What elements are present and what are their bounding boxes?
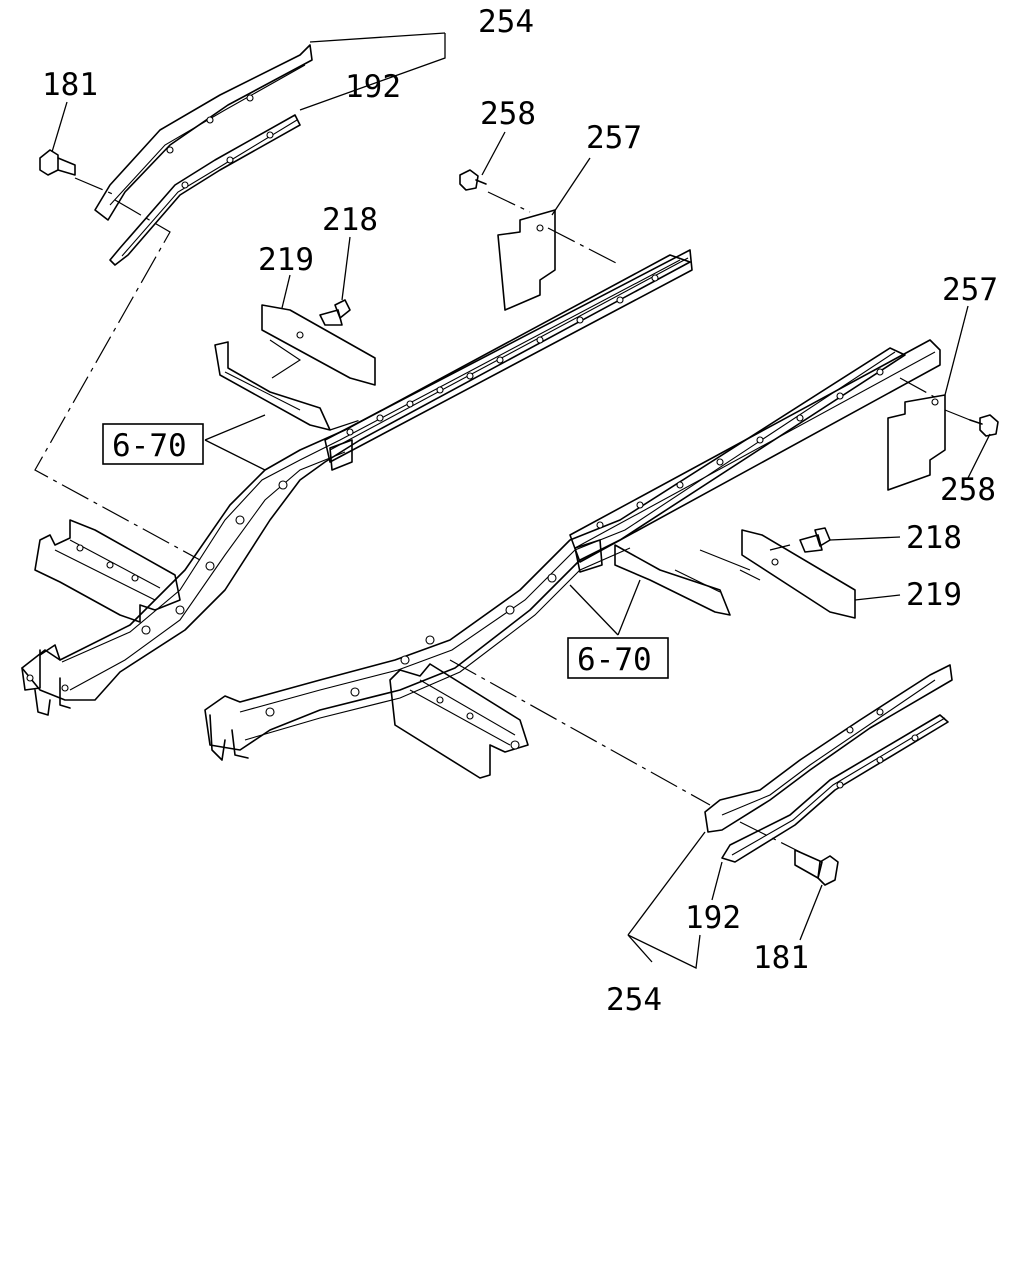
screw-258-top bbox=[459, 169, 487, 191]
callout-181-top: 181 bbox=[42, 67, 98, 103]
clip-218-left bbox=[319, 299, 351, 326]
callout-181-bottom: 181 bbox=[753, 940, 809, 976]
mud-flap-257-top bbox=[497, 209, 556, 311]
bolt-181-bottom bbox=[794, 849, 839, 886]
screw-258-right bbox=[969, 414, 999, 437]
callout-258-right: 258 bbox=[940, 472, 996, 508]
callout-257-top: 257 bbox=[586, 120, 642, 156]
callout-254-top: 254 bbox=[478, 4, 534, 40]
callout-218-right: 218 bbox=[906, 520, 962, 556]
reference-box-left bbox=[102, 423, 204, 465]
callout-192-bottom: 192 bbox=[685, 900, 741, 936]
bracket-219-right bbox=[614, 529, 856, 619]
leader-lines bbox=[34, 32, 991, 969]
mud-flap-257-right bbox=[887, 394, 946, 491]
right-frame-rail bbox=[204, 339, 941, 779]
callout-254-bottom: 254 bbox=[606, 982, 662, 1018]
reference-6-70-left: 6-70 bbox=[112, 428, 187, 464]
side-step-assembly-bottom bbox=[704, 664, 953, 863]
callout-192-top: 192 bbox=[345, 69, 401, 105]
bolt-181-top bbox=[39, 149, 76, 176]
callout-258-top: 258 bbox=[480, 96, 536, 132]
callout-218-top: 218 bbox=[322, 202, 378, 238]
clip-218-right bbox=[799, 527, 831, 553]
side-step-assembly-top bbox=[94, 44, 313, 266]
callout-257-right: 257 bbox=[942, 272, 998, 308]
reference-6-70-mid: 6-70 bbox=[577, 642, 652, 678]
left-frame-rail bbox=[21, 249, 693, 716]
bracket-219-left bbox=[214, 304, 376, 431]
reference-box-mid bbox=[567, 637, 669, 679]
callout-219-top: 219 bbox=[258, 242, 314, 278]
callout-219-right: 219 bbox=[906, 577, 962, 613]
